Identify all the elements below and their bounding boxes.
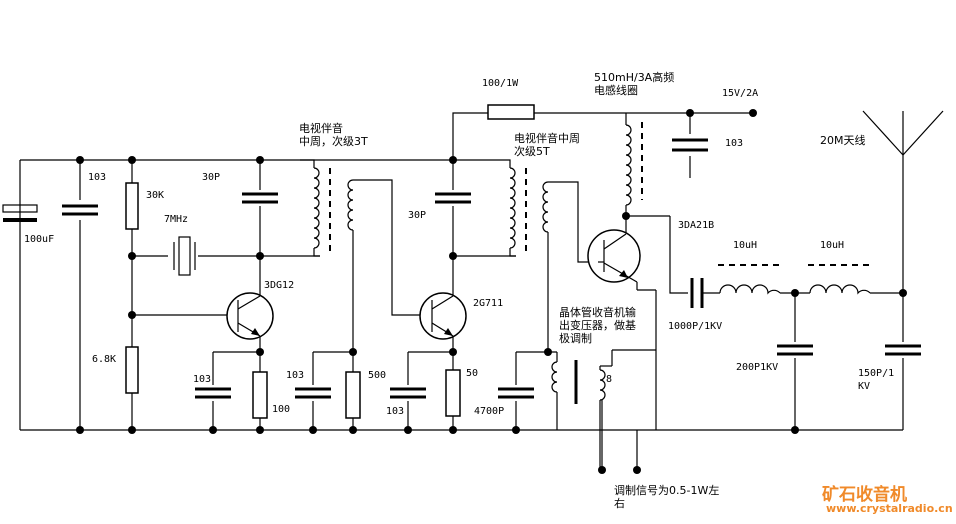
label-xfmr-c: 极调制 [559, 331, 592, 345]
resistor-500 [345, 371, 361, 419]
label-10uh-2: 10uH [820, 240, 844, 251]
transistor-q2 [419, 292, 467, 340]
crystal-7mhz [168, 236, 198, 276]
label-100-1w: 100/1W [482, 78, 519, 89]
transistor-q3 [587, 229, 641, 283]
label-xfmr-a: 晶体管收音机输 [559, 305, 636, 319]
label-50: 50 [466, 368, 478, 379]
inductor-10uh-2 [808, 264, 871, 295]
label-30p-b: 30P [408, 210, 426, 221]
label-choke-a: 510mH/3A高频 [594, 70, 674, 84]
label-103-e: 103 [725, 138, 743, 149]
inductor-10uh-1 [718, 264, 781, 295]
label-2g711: 2G711 [473, 298, 503, 309]
label-150p-b: KV [858, 381, 870, 392]
label-1000p: 1000P/1KV [668, 321, 722, 332]
label-supply: 15V/2A [722, 88, 758, 99]
capacitor-103-emitter1 [193, 385, 233, 401]
junction-dots [76, 109, 907, 434]
label-choke-b: 电感线圈 [594, 83, 638, 97]
mod-terminal-b[interactable] [633, 466, 641, 474]
label-xfmr-turns: 8 [606, 374, 612, 385]
resistor-6-8k [125, 346, 139, 394]
capacitor-4700p [496, 385, 536, 401]
label-103-a: 103 [88, 172, 106, 183]
label-103-b: 103 [193, 374, 211, 385]
label-10uh-1: 10uH [733, 240, 757, 251]
label-coil1-b: 中周，次级3T [299, 134, 368, 148]
capacitor-30p-b [433, 190, 473, 206]
if-transformer-1 [300, 159, 432, 430]
resistor-30k [125, 182, 139, 230]
label-103-c: 103 [286, 370, 304, 381]
label-30k: 30K [146, 190, 164, 201]
watermark-name: 矿石收音机 [822, 485, 907, 505]
label-150p-a: 150P/1 [858, 368, 894, 379]
transistor-q1 [226, 292, 274, 340]
label-500: 500 [368, 370, 386, 381]
capacitor-103-d [388, 385, 428, 401]
label-xfmr-b: 出变压器，做基 [559, 318, 636, 332]
label-3dg12: 3DG12 [264, 280, 294, 291]
label-30p-a: 30P [202, 172, 220, 183]
capacitor-1000p [690, 278, 704, 308]
label-antenna: 20M天线 [820, 133, 866, 147]
choke-510mh [625, 113, 643, 206]
label-coil2-a: 电视伴音中周 [514, 131, 580, 145]
mod-terminal-a[interactable] [598, 466, 606, 474]
label-200p: 200P1KV [736, 362, 778, 373]
antenna-icon [862, 110, 944, 156]
if-transformer-2 [453, 159, 598, 352]
capacitor-30p-a [240, 190, 280, 206]
label-7mhz: 7MHz [164, 214, 188, 225]
label-6-8k: 6.8K [92, 354, 116, 365]
capacitor-150p [883, 342, 923, 358]
capacitor-200p [775, 342, 815, 358]
watermark-url: www.crystalradio.cn [826, 502, 953, 515]
label-coil1-a: 电视伴音 [299, 121, 343, 135]
label-100uf: 100uF [24, 234, 54, 245]
resistor-50 [445, 369, 461, 417]
capacitor-103-c [293, 385, 333, 401]
modulation-transformer [551, 352, 612, 470]
label-mod-b: 右 [614, 496, 625, 510]
label-4700p: 4700P [474, 406, 504, 417]
label-100: 100 [272, 404, 290, 415]
capacitor-100uf [2, 204, 38, 222]
capacitor-103-e [670, 134, 710, 156]
label-3da21b: 3DA21B [678, 220, 714, 231]
capacitor-103-bypass [60, 200, 100, 220]
label-mod-a: 调制信号为0.5-1W左 [614, 484, 719, 497]
label-coil2-b: 次级5T [514, 144, 550, 158]
label-103-d: 103 [386, 406, 404, 417]
resistor-100 [252, 371, 268, 419]
resistor-100-1w [487, 104, 535, 120]
